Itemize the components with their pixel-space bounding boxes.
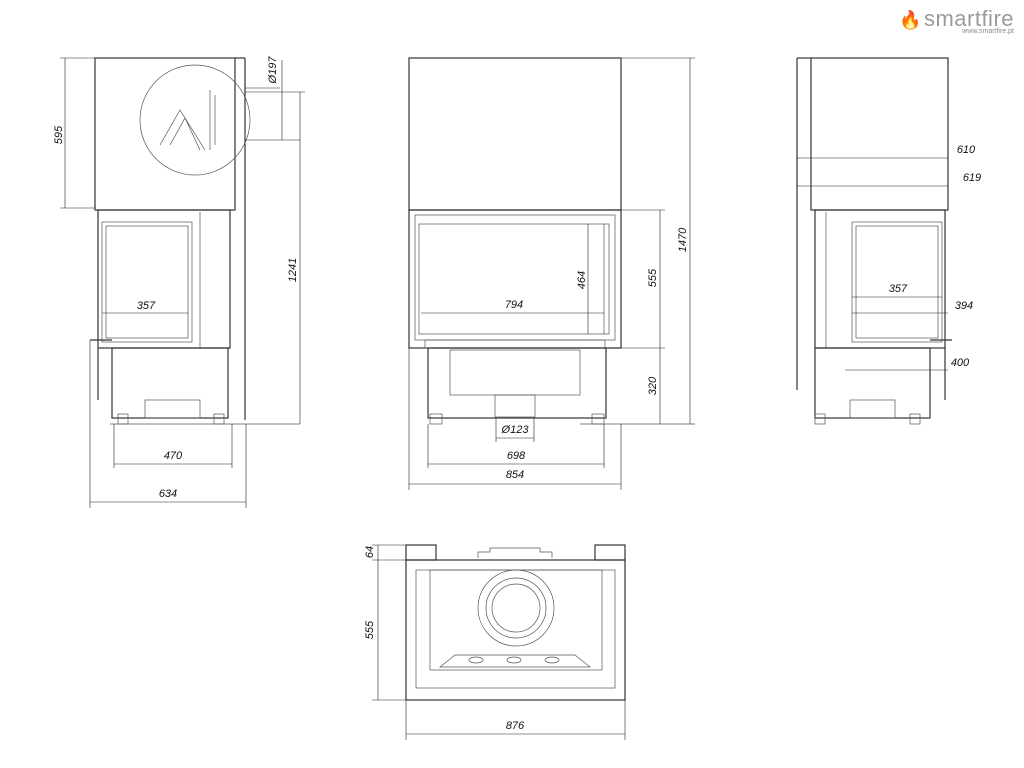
dim-right-window: 357 (889, 283, 908, 295)
top-outline (405, 559, 626, 701)
dim-total-depth: 634 (159, 488, 177, 500)
dim-top-width: 876 (506, 720, 525, 732)
front-hood (408, 57, 622, 211)
dim-619: 619 (963, 172, 981, 184)
dim-top-depth: 64 (364, 546, 376, 558)
dim-outlet-diameter: Ø197 (267, 56, 279, 85)
brand-website: www.smartfire.pt (962, 28, 1014, 35)
flue-collar (477, 569, 555, 647)
right-base (814, 347, 931, 419)
front-glass (418, 223, 610, 335)
dim-opening-height: 555 (647, 268, 659, 287)
front-firebox (408, 209, 622, 349)
dim-feet-width: 698 (507, 450, 526, 462)
dim-glass-width: 794 (505, 299, 523, 311)
dim-total-height: 1470 (677, 227, 689, 252)
front-view: 794 464 555 320 1470 Ø123 698 854 (408, 57, 695, 490)
flue-outlet-detail (139, 64, 251, 176)
firebox-body (97, 209, 231, 349)
dim-total-width: 854 (506, 469, 524, 481)
dim-400: 400 (951, 357, 970, 369)
base (111, 347, 229, 419)
dim-394: 394 (955, 300, 973, 312)
dim-total-height-side: 1241 (287, 258, 299, 282)
dim-610: 610 (957, 144, 976, 156)
dim-side-window: 357 (137, 300, 156, 312)
dim-top-view-depth: 555 (364, 620, 376, 639)
dim-air-inlet: Ø123 (501, 424, 530, 436)
dim-glass-height: 464 (576, 271, 588, 289)
top-view: 64 555 876 (364, 544, 626, 740)
right-side-glass (851, 221, 943, 343)
dim-base-height: 320 (647, 376, 659, 395)
front-base (427, 347, 607, 419)
brand-name: 🔥smartfire (899, 6, 1014, 31)
side-glass (101, 221, 193, 343)
hood-body (94, 57, 236, 211)
right-hood (810, 57, 949, 211)
flame-icon: 🔥 (899, 10, 922, 30)
brand-logo: 🔥smartfire www.smartfire.pt (899, 6, 1014, 35)
side-view-right: 610 619 357 394 400 (796, 57, 981, 425)
right-firebox (814, 209, 946, 349)
dim-feet-depth: 470 (164, 450, 183, 462)
side-view-left: 595 Ø197 1241 357 470 634 (53, 56, 305, 508)
dim-hood-height: 595 (53, 125, 65, 144)
